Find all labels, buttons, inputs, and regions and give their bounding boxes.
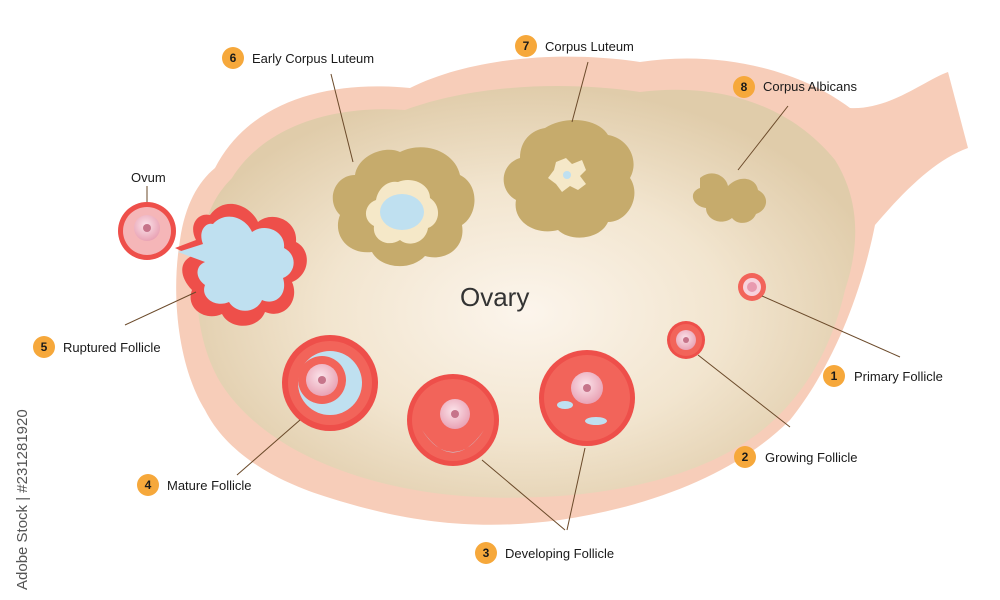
label-corpus-albicans: Corpus Albicans (763, 79, 857, 94)
svg-text:3: 3 (483, 546, 490, 560)
badge-4: 4 (137, 474, 159, 496)
badge-5: 5 (33, 336, 55, 358)
developing-follicle-small (407, 374, 499, 466)
svg-text:7: 7 (523, 39, 530, 53)
primary-follicle (738, 273, 766, 301)
developing-follicle-large (539, 350, 635, 446)
label-early-corpus-luteum: Early Corpus Luteum (252, 51, 374, 66)
early-corpus-luteum (332, 147, 475, 267)
svg-text:6: 6 (230, 51, 237, 65)
badge-6: 6 (222, 47, 244, 69)
ruptured-follicle (175, 203, 307, 326)
label-ovum: Ovum (131, 170, 166, 185)
svg-text:8: 8 (741, 80, 748, 94)
label-growing-follicle: Growing Follicle (765, 450, 857, 465)
badge-7: 7 (515, 35, 537, 57)
ovum (118, 202, 176, 260)
label-mature-follicle: Mature Follicle (167, 478, 252, 493)
badge-2: 2 (734, 446, 756, 468)
label-corpus-luteum: Corpus Luteum (545, 39, 634, 54)
svg-text:5: 5 (41, 340, 48, 354)
badge-3: 3 (475, 542, 497, 564)
corpus-albicans (692, 173, 767, 223)
ovary-label: Ovary (460, 282, 529, 312)
svg-text:2: 2 (742, 450, 749, 464)
leader-lines (124, 61, 901, 531)
svg-text:4: 4 (145, 478, 152, 492)
label-ruptured-follicle: Ruptured Follicle (63, 340, 161, 355)
label-primary-follicle: Primary Follicle (854, 369, 943, 384)
mature-follicle (282, 335, 378, 431)
badge-8: 8 (733, 76, 755, 98)
svg-text:1: 1 (831, 369, 838, 383)
credit-text: Adobe Stock | #231281920 (14, 409, 31, 590)
label-developing-follicle: Developing Follicle (505, 546, 614, 561)
growing-follicle (667, 321, 705, 359)
badge-1: 1 (823, 365, 845, 387)
corpus-luteum (503, 119, 635, 238)
